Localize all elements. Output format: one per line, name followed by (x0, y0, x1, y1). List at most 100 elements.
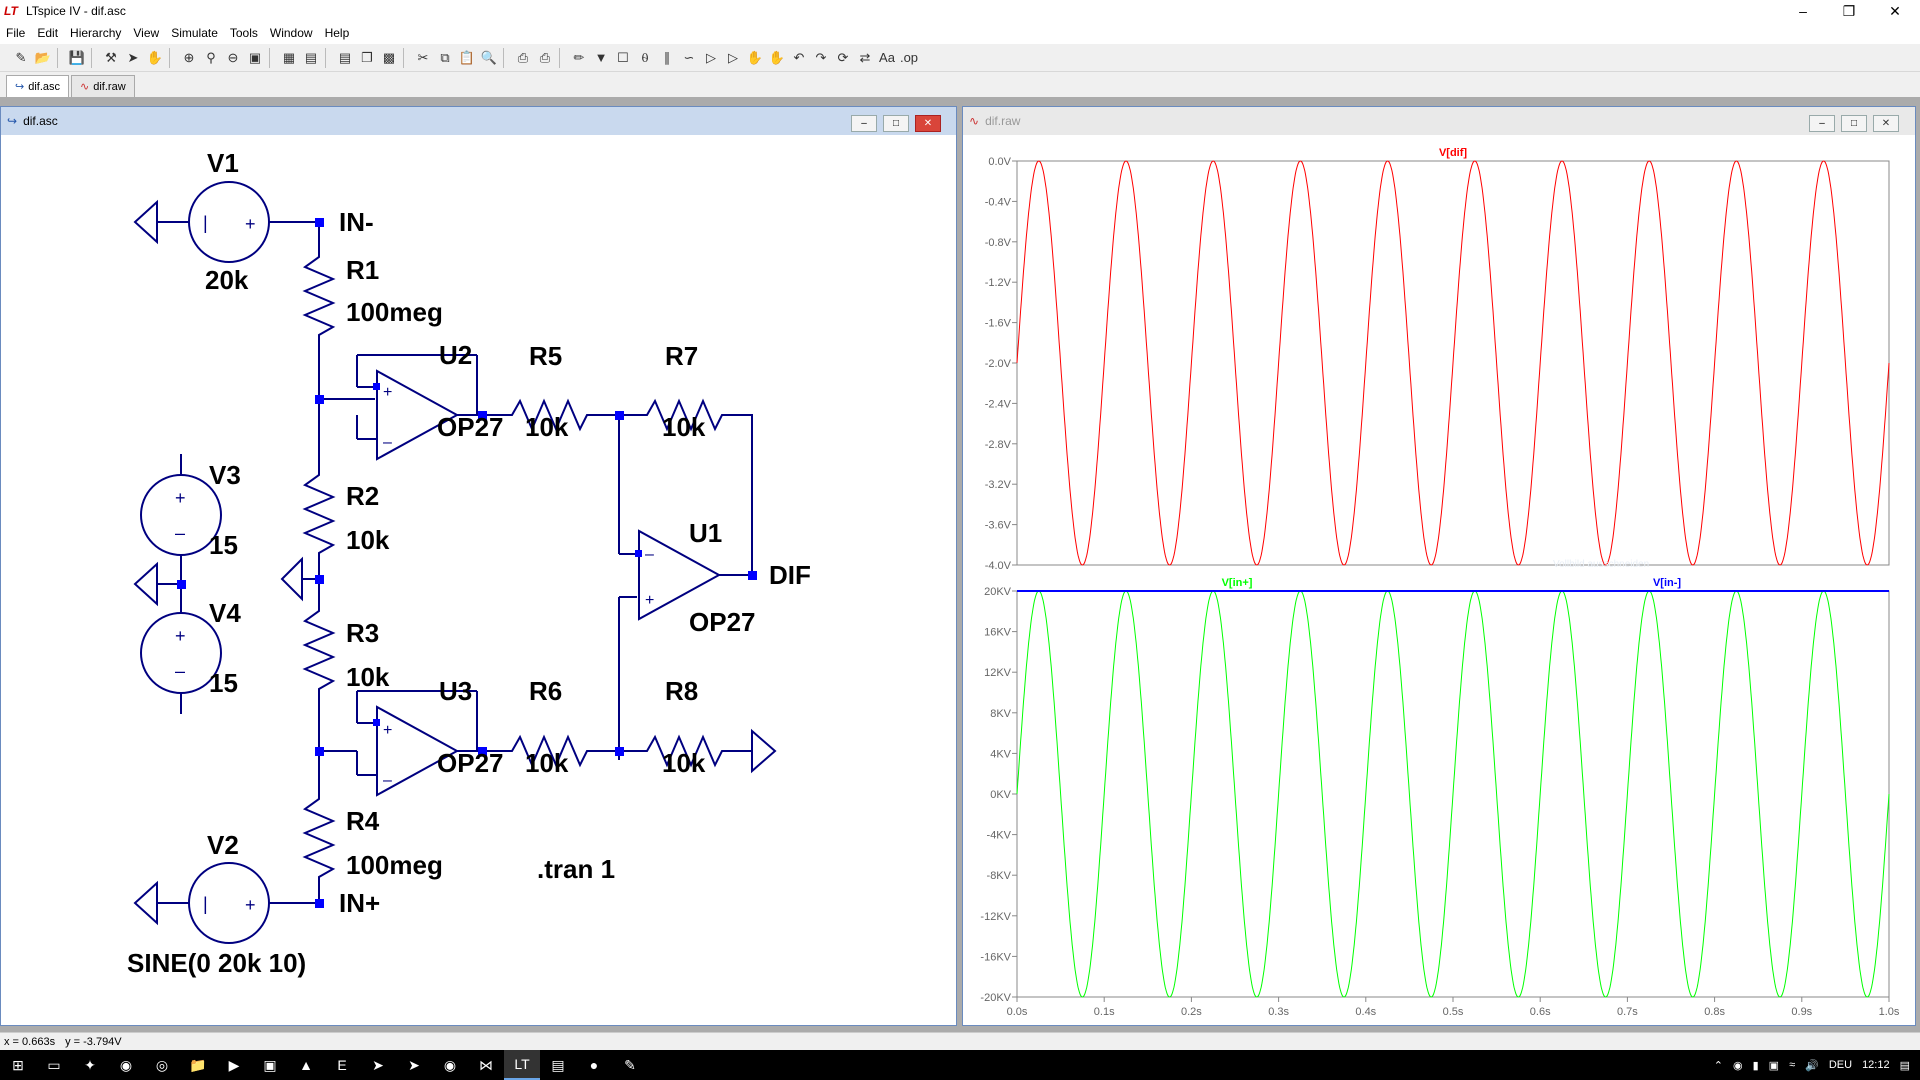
app-icon-3[interactable]: ▲ (299, 1057, 313, 1073)
windows-start-icon[interactable]: ⊞ (12, 1056, 24, 1073)
schematic-maximize-button[interactable]: □ (883, 115, 909, 132)
menu-window[interactable]: Window (269, 26, 313, 40)
app-icon-8[interactable]: ▤ (551, 1056, 565, 1073)
explorer-icon[interactable]: 📁 (189, 1056, 207, 1073)
task-view-icon[interactable]: ▭ (47, 1056, 61, 1073)
autorange-icon[interactable]: ▦ (282, 49, 296, 65)
print-preview-icon[interactable]: ⎙ (517, 49, 529, 65)
menu-edit[interactable]: Edit (37, 26, 59, 40)
menu-hierarchy[interactable]: Hierarchy (70, 26, 122, 40)
text-icon[interactable]: Aa (879, 50, 895, 65)
app-icon-7[interactable]: ◉ (443, 1056, 457, 1073)
zoom-out-icon[interactable]: ⊖ (227, 49, 239, 65)
app-icon-10[interactable]: ✎ (624, 1056, 636, 1073)
waveform-close-button[interactable]: ✕ (1873, 115, 1899, 132)
find-icon[interactable]: 🔍 (480, 49, 498, 65)
visual-studio-icon[interactable]: ⋈ (479, 1056, 493, 1073)
tray-chevron-icon[interactable]: ⌃ (1713, 1059, 1723, 1072)
open-icon[interactable]: 📂 (34, 49, 52, 65)
tile-horizontal-icon[interactable]: ▤ (338, 49, 352, 65)
app-icon-6[interactable]: ➤ (408, 1056, 420, 1073)
wifi-icon[interactable]: ≈ (1789, 1059, 1796, 1071)
cut-icon[interactable]: ✂ (417, 49, 429, 65)
undo-icon[interactable]: ↶ (793, 49, 805, 65)
series-label-vin[interactable]: V[in+] (1222, 577, 1253, 589)
redo-icon[interactable]: ↷ (815, 49, 827, 65)
save-icon[interactable]: 💾 (68, 49, 86, 65)
schematic-canvas[interactable]: |+ |+ +– +– +– +– –+ (7, 139, 952, 1019)
zoom-fit-icon[interactable]: ▣ (248, 49, 262, 65)
menu-help[interactable]: Help (324, 26, 350, 40)
series-label-vin[interactable]: V[in-] (1653, 577, 1681, 589)
firefox-icon[interactable]: ◉ (119, 1056, 133, 1073)
tab-dif-asc[interactable]: ↪ dif.asc (6, 75, 70, 97)
svg-text:|: | (203, 894, 208, 914)
volume-icon[interactable]: 🔊 (1805, 1059, 1819, 1072)
series-label-vdif[interactable]: V[dif] (1439, 147, 1467, 159)
spice-directive-tran: .tran 1 (537, 854, 615, 884)
svg-text:+: + (175, 488, 186, 508)
print-icon[interactable]: ⎙ (539, 49, 551, 65)
wire-icon[interactable]: ✏ (573, 49, 585, 65)
resistor-icon[interactable]: ⍬ (641, 49, 649, 65)
menu-tools[interactable]: Tools (229, 26, 258, 40)
spice-directive-icon[interactable]: .op (899, 50, 919, 65)
halt-icon[interactable]: ✋ (146, 49, 164, 65)
browser-icon[interactable]: ◎ (155, 1056, 169, 1073)
paste-icon[interactable]: 📋 (458, 49, 476, 65)
waveform-canvas[interactable]: 0.0V-0.4V-0.8V-1.2V-1.6V-2.0V-2.4V-2.8V-… (963, 137, 1915, 1025)
control-panel-icon[interactable]: ⚒ (105, 49, 117, 65)
language-indicator[interactable]: DEU (1828, 1059, 1853, 1071)
schematic-close-button[interactable]: ✕ (915, 115, 941, 132)
toolbar-separator (57, 47, 63, 68)
diode-icon[interactable]: ▷ (706, 49, 716, 65)
run-icon[interactable]: ➤ (127, 49, 139, 65)
pan-icon[interactable]: ⚲ (206, 49, 216, 65)
close-window-icon[interactable]: ▩ (382, 49, 396, 65)
ltspice-taskbar-icon[interactable]: LT (504, 1050, 540, 1080)
rotate-icon[interactable]: ⟳ (837, 49, 849, 65)
plot-pane-bottom[interactable]: 20KV16KV12KV8KV4KV0KV-4KV-8KV-12KV-16KV-… (980, 577, 1899, 1018)
menu-view[interactable]: View (133, 26, 160, 40)
tray-app-icon[interactable]: ◉ (1733, 1059, 1743, 1072)
toolbar: ✎ 📂 💾 ⚒ ➤ ✋ ⊕ ⚲ ⊖ ▣ ▦ ▤ ▤ ❐ ▩ ✂ ⧉ 📋 🔍 ⎙ … (0, 44, 1920, 72)
schematic-minimize-button[interactable]: – (851, 115, 877, 132)
menu-file[interactable]: File (6, 26, 26, 40)
tab-dif-raw[interactable]: ∿ dif.raw (71, 75, 135, 97)
ground-icon[interactable]: ▼ (594, 50, 608, 65)
app-icon-4[interactable]: E (337, 1057, 347, 1073)
y-tick-label-top: 0.0V (988, 156, 1011, 168)
mdi-area: ↪ dif.asc – □ ✕ (0, 97, 1920, 1032)
plot-pane-top[interactable]: 0.0V-0.4V-0.8V-1.2V-1.6V-2.0V-2.4V-2.8V-… (985, 147, 1890, 572)
capacitor-icon[interactable]: ∥ (663, 49, 671, 65)
mirror-icon[interactable]: ⇄ (859, 49, 871, 65)
component-icon[interactable]: ▷ (728, 49, 738, 65)
battery-icon[interactable]: ▮ (1752, 1059, 1759, 1072)
x-tick-label-bottom: 1.0s (1879, 1006, 1900, 1018)
menu-simulate[interactable]: Simulate (171, 26, 218, 40)
copy-icon[interactable]: ⧉ (440, 49, 450, 65)
close-button[interactable]: ✕ (1889, 2, 1901, 19)
schematic-window-caption: ↪ dif.asc (1, 107, 956, 135)
notification-icon[interactable]: ▤ (1899, 1059, 1910, 1072)
waveform-minimize-button[interactable]: – (1809, 115, 1835, 132)
zoom-in-icon[interactable]: ⊕ (183, 49, 195, 65)
app-icon-2[interactable]: ▣ (263, 1056, 277, 1073)
app-icon-5[interactable]: ➤ (372, 1056, 384, 1073)
new-schematic-icon[interactable]: ✎ (15, 49, 27, 65)
app-icon-9[interactable]: ● (589, 1057, 599, 1073)
label-r8-value: 10k (662, 748, 706, 778)
tile-icon[interactable]: ▤ (304, 49, 318, 65)
app-icon-1[interactable]: ✦ (84, 1056, 96, 1073)
move-icon[interactable]: ✋ (746, 49, 764, 65)
waveform-maximize-button[interactable]: □ (1841, 115, 1867, 132)
minimize-button[interactable]: – (1799, 3, 1807, 19)
label-net-icon[interactable]: ☐ (617, 49, 629, 65)
media-icon[interactable]: ▶ (228, 1056, 240, 1073)
drag-icon[interactable]: ✋ (768, 49, 786, 65)
clock[interactable]: 12:12 (1862, 1059, 1890, 1071)
cascade-icon[interactable]: ❐ (361, 49, 373, 65)
inductor-icon[interactable]: ∽ (683, 49, 695, 65)
restore-button[interactable]: ❐ (1842, 2, 1856, 19)
network-icon[interactable]: ▣ (1768, 1059, 1780, 1072)
